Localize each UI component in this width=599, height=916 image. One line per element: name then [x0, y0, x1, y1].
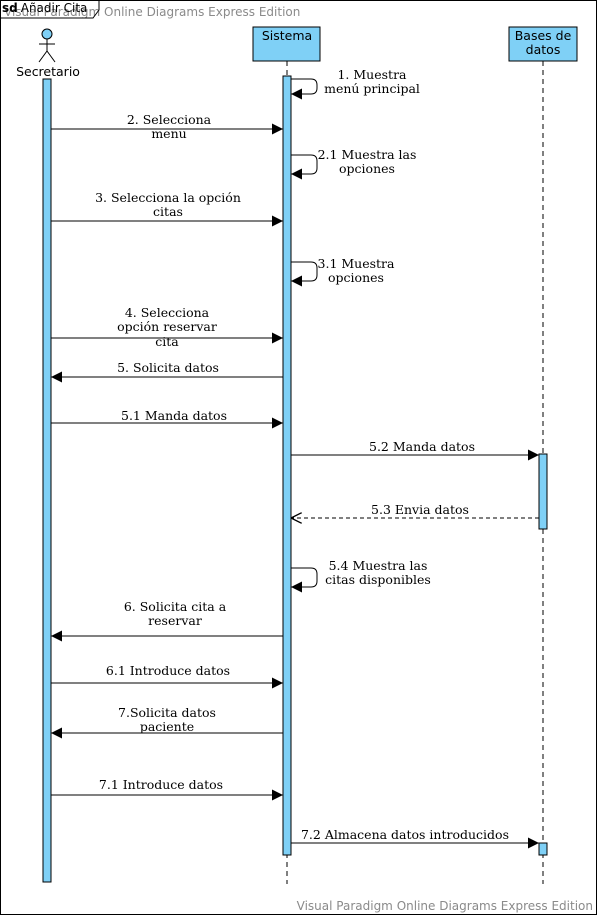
message-12-label-line1: 6. Solicita cita a	[124, 599, 227, 614]
message-1-arrow	[291, 78, 318, 100]
message-5-arrow	[291, 261, 318, 287]
message-5-3-envia-datos: 5.3 Envia datos	[291, 502, 539, 518]
message-5-1-manda-datos: 5.1 Manda datos	[51, 408, 283, 429]
frame-name: Añadir Cita	[20, 1, 88, 15]
message-5-solicita-datos: 5. Solicita datos	[51, 360, 283, 383]
activation-sistema	[282, 75, 292, 856]
message-16-label: 7.2 Almacena datos introducidos	[301, 827, 509, 842]
message-7-label: 5. Solicita datos	[117, 360, 219, 375]
actor-head	[41, 28, 53, 40]
participant-db-box	[508, 26, 578, 62]
activation-db-2	[538, 842, 548, 856]
participant-bases-de-datos[interactable]: Bases de datos	[508, 26, 578, 62]
activation-secretario	[42, 78, 52, 883]
message-11-label-line2: citas disponibles	[325, 572, 431, 587]
message-11-label-line1: 5.4 Muestra las	[329, 558, 428, 573]
message-2-1-muestra-opciones: 2.1 Muestra las opciones	[291, 147, 417, 180]
message-1-label-line1: 1. Muestra	[337, 67, 407, 82]
message-2-label-line1: 2. Selecciona	[127, 112, 212, 127]
message-5-label-line2: opciones	[328, 270, 384, 285]
message-8-label: 5.1 Manda datos	[121, 408, 227, 423]
actor-secretario[interactable]: Secretario	[16, 28, 80, 79]
message-3-selecciona-citas: 3. Selecciona la opción citas	[51, 190, 283, 227]
watermark-top: Visual Paradigm Online Diagrams Express …	[4, 5, 301, 19]
message-6-solicita-cita: 6. Solicita cita a reservar	[51, 599, 283, 642]
message-7-2-almacena-datos: 7.2 Almacena datos introducidos	[291, 827, 539, 849]
participant-db-name-line2: datos	[526, 42, 561, 57]
message-2-label-line2: menu	[151, 126, 186, 141]
message-4-label-line1: 3. Selecciona la opción	[95, 190, 241, 205]
message-11-arrow	[291, 567, 318, 593]
message-3-label-line1: 2.1 Muestra las	[318, 147, 417, 162]
message-15-label: 7.1 Introduce datos	[99, 777, 223, 792]
message-1-label-line2: menú principal	[324, 81, 420, 96]
participant-sistema[interactable]: Sistema	[252, 26, 321, 62]
message-5-4-muestra-citas: 5.4 Muestra las citas disponibles	[291, 558, 431, 593]
message-4-label-line2: citas	[153, 204, 183, 219]
message-14-label-line2: paciente	[140, 719, 194, 734]
message-6-label-line2: opción reservar	[117, 319, 217, 334]
message-6-label-line3: cita	[155, 334, 179, 349]
message-3-label-line2: opciones	[339, 161, 395, 176]
message-5-label-line1: 3.1 Muestra	[318, 256, 396, 271]
activation-db-1	[538, 453, 548, 530]
message-6-label-line1: 4. Selecciona	[125, 305, 210, 320]
message-14-label-line1: 7.Solicita datos	[118, 705, 216, 720]
message-10-label: 5.3 Envia datos	[371, 502, 469, 517]
watermark-bottom: Visual Paradigm Online Diagrams Express …	[296, 899, 593, 913]
participant-sistema-name: Sistema	[262, 28, 312, 43]
message-7-1-introduce-datos: 7.1 Introduce datos	[51, 777, 283, 801]
participant-db-name-line1: Bases de	[515, 28, 572, 43]
frame-label-tab	[0, 0, 100, 19]
message-1-muestra-menu: 1. Muestra menú principal	[291, 67, 420, 100]
actor-leg-left	[38, 50, 48, 63]
actor-leg-right	[46, 50, 56, 63]
message-4-selecciona-reservar: 4. Selecciona opción reservar cita	[51, 305, 283, 349]
message-9-label: 5.2 Manda datos	[369, 439, 475, 454]
message-6-1-introduce-datos: 6.1 Introduce datos	[51, 663, 283, 689]
message-5-2-manda-datos: 5.2 Manda datos	[291, 439, 539, 461]
frame-keyword: sd	[2, 1, 18, 15]
message-2-selecciona-menu: 2. Selecciona menu	[51, 112, 283, 141]
message-3-1-muestra-opciones: 3.1 Muestra opciones	[291, 256, 396, 287]
message-12-label-line2: reservar	[148, 613, 202, 628]
message-7-solicita-datos-paciente: 7.Solicita datos paciente	[51, 705, 283, 739]
message-13-label: 6.1 Introduce datos	[106, 663, 230, 678]
actor-name: Secretario	[16, 64, 80, 79]
message-3-arrow	[291, 154, 318, 180]
